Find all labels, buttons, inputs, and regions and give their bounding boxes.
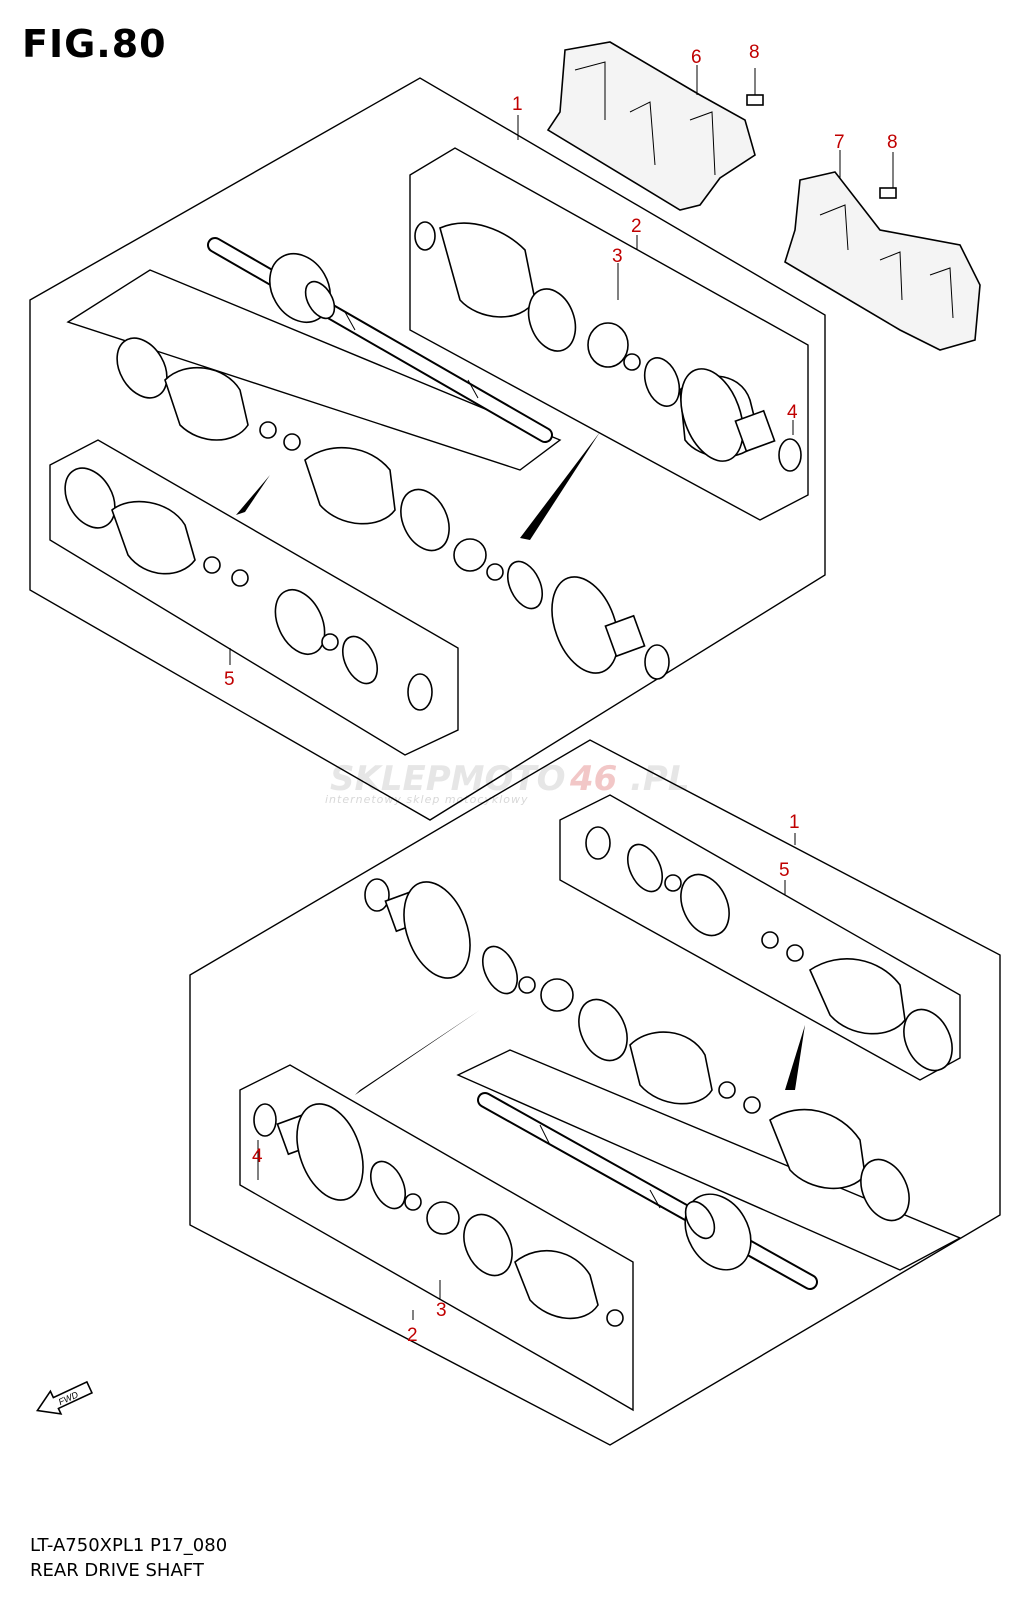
callout-top-3: 3: [612, 246, 623, 267]
top-pointer-wedge-a: [236, 475, 270, 515]
top-boot-kit-5: [64, 467, 433, 711]
bottom-axle-shaft: [477, 1092, 818, 1290]
callout-top-6: 6: [691, 47, 702, 68]
callout-bottom-2: 2: [407, 1325, 418, 1346]
top-assembly: 1 2 3 4 5 6 7 8 8: [29, 41, 981, 821]
top-inner-box-upper-left: [66, 269, 562, 471]
bolt-icon: [879, 152, 897, 199]
callout-bottom-5: 5: [779, 860, 790, 881]
bottom-boot-kit-5: [585, 826, 953, 1072]
bottom-inner-box-lower-right: [456, 1049, 962, 1271]
callout-top-7: 7: [834, 132, 845, 153]
top-boot-middle: [116, 337, 670, 680]
bottom-joint-upper: [364, 878, 910, 1222]
top-boot-outer: [414, 221, 802, 472]
bottom-outer-frame: [189, 739, 1001, 1446]
callout-top-1: 1: [512, 94, 523, 115]
callout-top-8b: 8: [887, 132, 898, 153]
bottom-inner-box-5: [559, 794, 961, 1081]
callout-bottom-3: 3: [436, 1300, 447, 1321]
callout-bottom-1: 1: [789, 812, 800, 833]
top-inner-box-5: [49, 439, 459, 756]
top-axle-shaft: [207, 237, 553, 443]
top-outer-frame: [29, 77, 826, 821]
bottom-pointer-wedge-a: [355, 1010, 480, 1095]
callout-top-2: 2: [631, 216, 642, 237]
model-code: LT-A750XPL1 P17_080: [30, 1535, 228, 1556]
bottom-assembly: 1 5 4 3 2: [189, 739, 1001, 1446]
bolt-icon: [746, 68, 764, 106]
callout-top-5: 5: [224, 669, 235, 690]
watermark-brand-a: SKLEPMOTO: [330, 759, 565, 799]
top-pointer-wedge-b: [520, 432, 600, 540]
figure-title: FIG.80: [22, 22, 167, 66]
bottom-inner-box-2: [239, 1064, 634, 1412]
bottom-pointer-wedge-b: [785, 1025, 805, 1090]
watermark: SKLEPMOTO 46 .PL internetowy sklep motoc…: [325, 759, 690, 806]
callout-top-8a: 8: [749, 42, 760, 63]
callout-top-4: 4: [787, 402, 798, 423]
bottom-boot-kit-2: [253, 1103, 624, 1327]
top-guard-7: [784, 171, 981, 351]
callout-bottom-4: 4: [252, 1146, 263, 1167]
watermark-brand-b: 46: [569, 759, 617, 799]
watermark-tagline: internetowy sklep motocyklowy: [325, 793, 529, 806]
top-inner-box-2: [409, 147, 809, 521]
fwd-arrow-icon: FWD: [35, 1380, 94, 1415]
diagram-name: REAR DRIVE SHAFT: [30, 1560, 204, 1581]
